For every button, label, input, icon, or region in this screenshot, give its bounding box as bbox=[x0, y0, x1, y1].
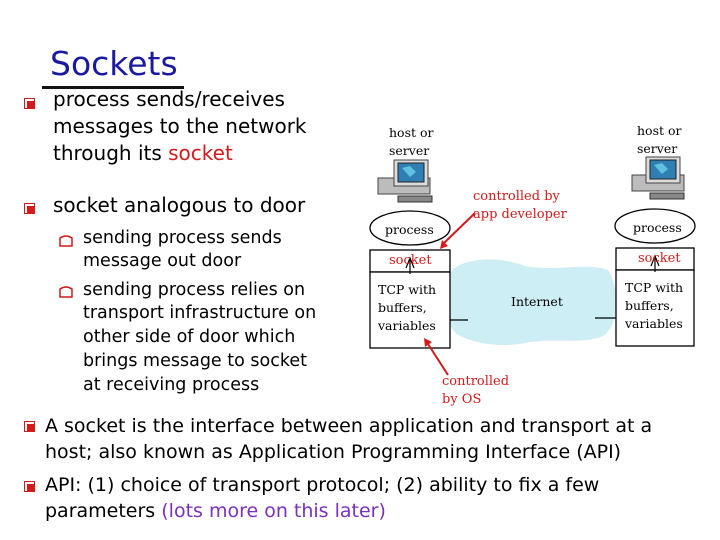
os-arrowhead bbox=[424, 338, 432, 347]
sub-bullet-2-line-4: brings message to socket bbox=[83, 351, 307, 371]
bottom-bullet-1-line-1: A socket is the interface between applic… bbox=[45, 415, 653, 437]
controlled-by-os-line-1: controlled bbox=[442, 374, 510, 389]
bullet-marker bbox=[24, 203, 35, 214]
internet-cloud bbox=[444, 259, 617, 346]
bullet-marker bbox=[24, 481, 35, 492]
right-computer-icon bbox=[631, 156, 685, 200]
bottom-bullet-2-line-1: API: (1) choice of transport protocol; (… bbox=[45, 474, 600, 496]
left-tcp-line-3: variables bbox=[378, 318, 436, 333]
bullet-marker bbox=[24, 421, 35, 432]
lots-more-highlight: (lots more on this later) bbox=[161, 500, 386, 522]
socket-highlight: socket bbox=[168, 141, 233, 165]
bottom-bullet-2-line-2-text: parameters bbox=[45, 500, 162, 522]
left-host-label-line-1: host or bbox=[389, 125, 434, 140]
left-process-label: process bbox=[385, 222, 434, 237]
left-computer-icon bbox=[377, 159, 433, 203]
left-host-label-line-2: server bbox=[389, 143, 430, 158]
left-tcp-line-2: buffers, bbox=[378, 300, 427, 315]
right-tcp-line-2: buffers, bbox=[625, 298, 674, 313]
sub-bullet-1-line-1: sending process sends bbox=[83, 228, 282, 248]
sub-bullet-1-line-2: message out door bbox=[83, 251, 242, 271]
bullet-2-text: socket analogous to door bbox=[53, 193, 306, 217]
sub-bullet-2-line-2: transport infrastructure on bbox=[83, 303, 317, 323]
right-process-label: process bbox=[633, 220, 682, 235]
controlled-by-app-line-2: app developer bbox=[473, 207, 567, 222]
controlled-by-os-line-2: by OS bbox=[442, 392, 482, 407]
sub-bullet-2-line-3: other side of door which bbox=[83, 327, 296, 347]
left-socket-label: socket bbox=[389, 253, 432, 268]
title-underline bbox=[42, 86, 184, 89]
bullet-1-line-2: messages to the network bbox=[53, 114, 307, 138]
bullet-marker bbox=[24, 98, 35, 109]
slide-title: Sockets bbox=[50, 44, 178, 83]
bullet-1-line-3-text: through its bbox=[53, 141, 169, 165]
right-tcp-line-3: variables bbox=[625, 316, 683, 331]
right-socket-label: socket bbox=[638, 251, 681, 266]
app-developer-arrowhead bbox=[440, 240, 448, 249]
sub-bullet-2-line-1: sending process relies on bbox=[83, 280, 306, 300]
bottom-bullet-1-line-2: host; also known as Application Programm… bbox=[45, 441, 622, 463]
right-tcp-box bbox=[615, 269, 695, 347]
bottom-bullet-2-line-2: parameters (lots more on this later) bbox=[45, 498, 386, 524]
os-arrow bbox=[427, 343, 449, 376]
right-host-label-line-1: host or bbox=[637, 123, 682, 138]
sub-bullet-marker bbox=[59, 235, 73, 247]
bullet-1-line-1: process sends/receives bbox=[53, 87, 285, 111]
left-tcp-box bbox=[369, 271, 451, 349]
right-host-label-line-2: server bbox=[637, 141, 678, 156]
controlled-by-app-line-1: controlled by bbox=[473, 189, 560, 204]
left-process-ellipse bbox=[369, 210, 451, 246]
right-process-ellipse bbox=[614, 208, 696, 244]
left-tcp-line-1: TCP with bbox=[378, 282, 437, 297]
sub-bullet-marker bbox=[59, 286, 73, 298]
app-developer-arrow bbox=[443, 212, 476, 244]
internet-label: Internet bbox=[511, 294, 563, 309]
bullet-1-line-3: through its socket bbox=[53, 140, 233, 167]
sub-bullet-2-line-5: at receiving process bbox=[83, 375, 260, 395]
right-tcp-line-1: TCP with bbox=[625, 280, 684, 295]
